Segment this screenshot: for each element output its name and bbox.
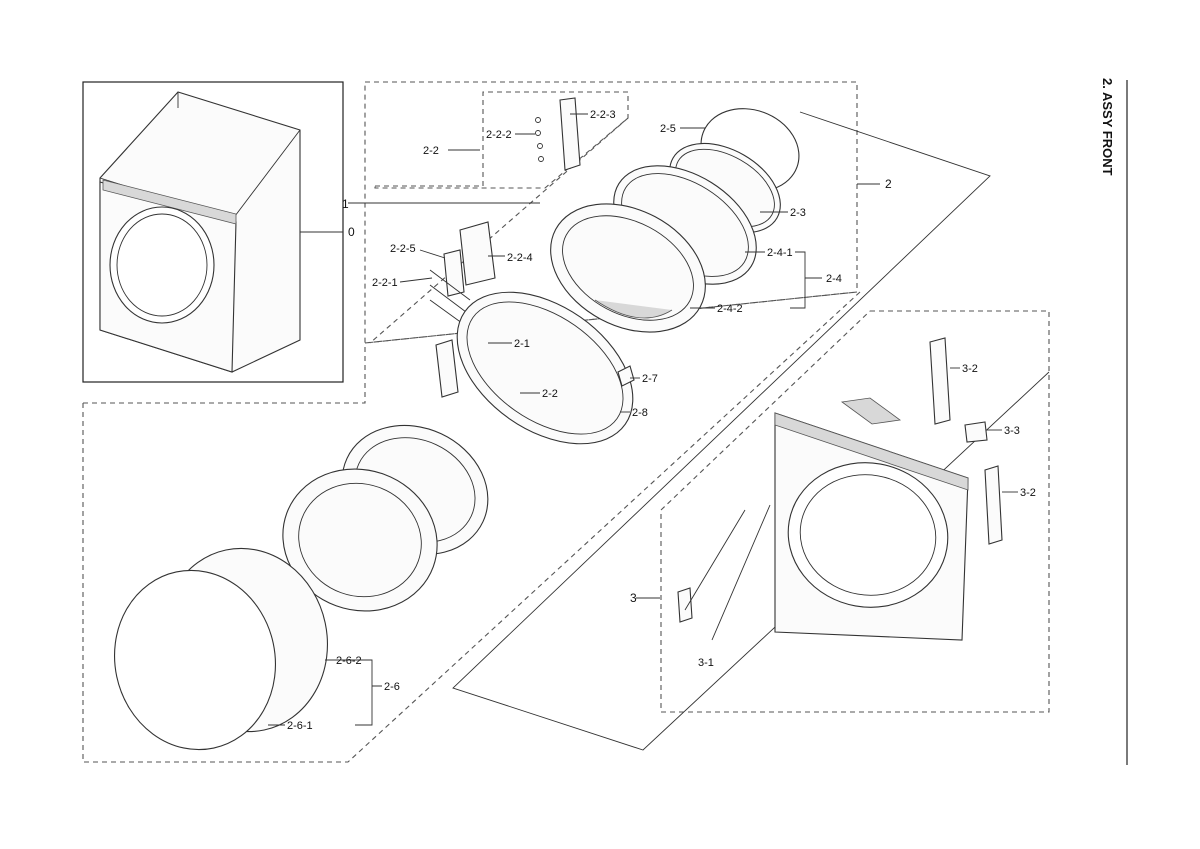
label-assy-3: 3 bbox=[630, 591, 637, 605]
assembly-2-lower-region bbox=[82, 291, 861, 763]
label-2-8: 2-8 bbox=[632, 407, 648, 419]
label-3-3: 3-3 bbox=[1004, 425, 1020, 437]
part-3-switch bbox=[677, 587, 693, 623]
label-2-6: 2-6 bbox=[384, 681, 400, 693]
section-title-group: 2. ASSY FRONT bbox=[1100, 78, 1128, 765]
part-labels: 1 2 3 2-2 2-2-2 2-2-3 2-2-4 2-2-5 2-2-1 … bbox=[287, 109, 1036, 732]
part-2-4-2-frame bbox=[550, 203, 706, 333]
label-2-2-4: 2-2-4 bbox=[507, 252, 533, 264]
door-front-trim-inner bbox=[298, 482, 422, 598]
door-front-trim bbox=[282, 468, 438, 612]
panel-strip-a bbox=[840, 397, 902, 425]
dryer-door-glass bbox=[116, 213, 208, 317]
panel-door-opening bbox=[787, 462, 949, 608]
label-2-1: 2-1 bbox=[514, 338, 530, 350]
part-2-2-5-plate bbox=[443, 249, 465, 297]
part-3-2-bracket-top bbox=[929, 337, 951, 425]
part-2-2-4-bracket bbox=[459, 221, 496, 286]
assembly-3-region bbox=[660, 310, 1050, 713]
label-assy-0: 0 bbox=[348, 225, 355, 239]
panel-door-opening-inner bbox=[799, 474, 937, 596]
part-2-6-1-glass bbox=[113, 569, 277, 751]
label-2-6-1: 2-6-1 bbox=[287, 720, 313, 732]
assembly-0-dryer: 0 bbox=[82, 81, 355, 383]
part-3-2-bracket-side bbox=[984, 465, 1003, 545]
part-2-2-door-ring bbox=[456, 291, 634, 445]
leader-3-1 bbox=[684, 504, 771, 641]
label-2-2-3: 2-2-3 bbox=[590, 109, 616, 121]
assembly-2-parts bbox=[429, 97, 800, 445]
screw-4 bbox=[538, 156, 544, 162]
label-3-2-top: 3-2 bbox=[962, 363, 978, 375]
leader-lines bbox=[268, 113, 1018, 726]
label-2-6-2: 2-6-2 bbox=[336, 655, 362, 667]
assembly-2-top-region bbox=[364, 81, 858, 344]
dryer-door bbox=[109, 206, 215, 324]
assembly-2-diagonal bbox=[369, 117, 629, 344]
screw-2 bbox=[535, 130, 541, 136]
assembly-2-2-region bbox=[374, 91, 629, 189]
part-2-7-clip bbox=[617, 365, 635, 387]
leader-2-2-1 bbox=[399, 277, 433, 283]
panel-top-strip bbox=[774, 412, 969, 491]
label-2-2-1: 2-2-1 bbox=[372, 277, 398, 289]
assembly-2-lower-parts bbox=[113, 424, 489, 751]
section-title: 2. ASSY FRONT bbox=[1100, 78, 1115, 176]
label-2-4: 2-4 bbox=[826, 273, 842, 285]
label-2-3: 2-3 bbox=[790, 207, 806, 219]
label-2-4-1: 2-4-1 bbox=[767, 247, 793, 259]
screw-1 bbox=[535, 117, 541, 123]
label-2-2-5: 2-2-5 bbox=[390, 243, 416, 255]
part-2-4-2-frame-inner bbox=[562, 215, 694, 321]
part-2-2-3-hinge bbox=[559, 97, 581, 171]
label-2-2: 2-2 bbox=[542, 388, 558, 400]
part-3-3-clip bbox=[964, 421, 988, 443]
leader-2-6-bracket bbox=[325, 659, 382, 726]
label-2-5: 2-5 bbox=[660, 123, 676, 135]
assembly-3-parts bbox=[677, 337, 1003, 641]
part-2-2-door-ring-inner bbox=[466, 301, 624, 435]
part-2-4-2-handle bbox=[594, 299, 673, 319]
label-3-2-side: 3-2 bbox=[1020, 487, 1036, 499]
part-2-1-hinge-plate bbox=[435, 339, 459, 398]
label-2-7: 2-7 bbox=[642, 373, 658, 385]
label-2-4-2: 2-4-2 bbox=[717, 303, 743, 315]
leader-2-4-bracket bbox=[790, 251, 822, 309]
label-2-2-2: 2-2-2 bbox=[486, 129, 512, 141]
label-assy-2: 2 bbox=[885, 177, 892, 191]
label-assy-1: 1 bbox=[342, 197, 349, 211]
label-3-1: 3-1 bbox=[698, 657, 714, 669]
label-2-2-top: 2-2 bbox=[423, 145, 439, 157]
leader-2-2-5 bbox=[419, 249, 446, 259]
screw-3 bbox=[537, 143, 543, 149]
dryer-control-strip bbox=[102, 179, 237, 225]
